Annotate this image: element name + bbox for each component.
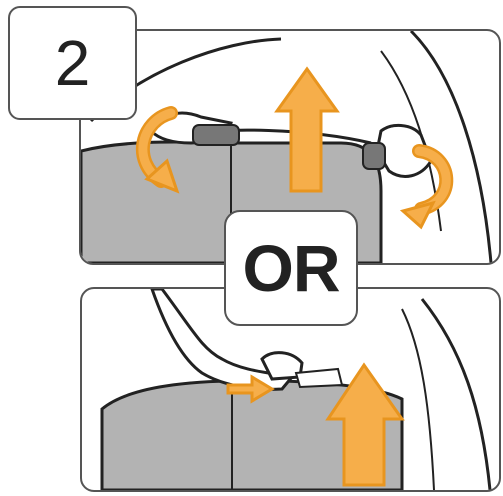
step-number-box: 2 <box>8 6 137 120</box>
step-number: 2 <box>55 31 91 95</box>
up-arrow-icon <box>277 69 337 191</box>
rotate-left-arrow-icon <box>143 113 177 191</box>
rotate-right-arrow-icon <box>403 151 446 227</box>
push-arrow-icon <box>228 377 272 401</box>
or-label: OR <box>243 235 340 301</box>
up-arrow-icon <box>328 365 402 485</box>
or-separator-badge: OR <box>224 210 358 326</box>
